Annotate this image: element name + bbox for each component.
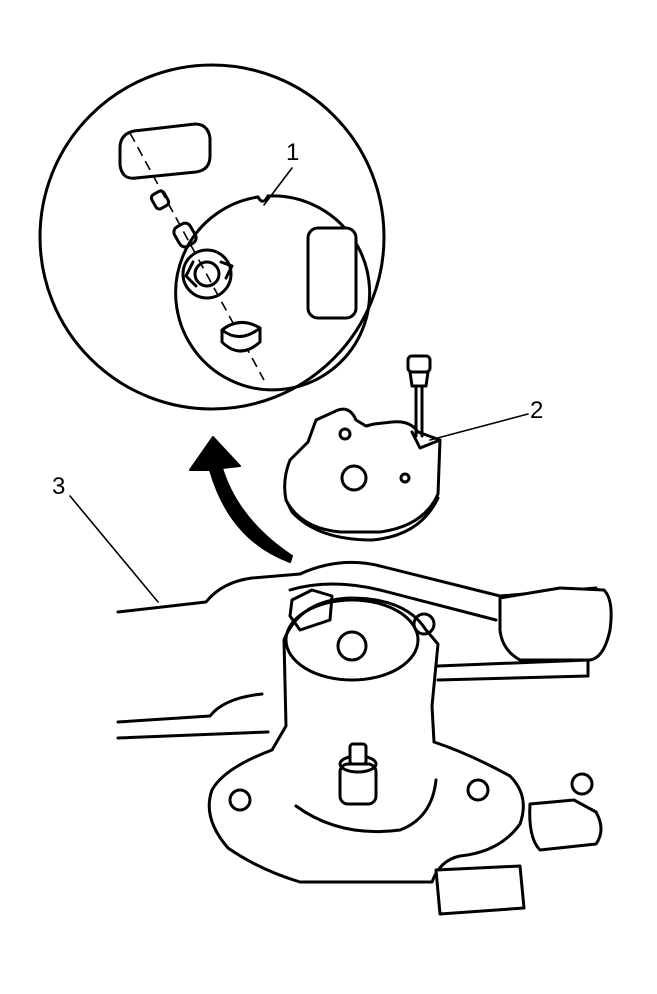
center-hub bbox=[181, 248, 234, 300]
callout-1-label: 1 bbox=[286, 139, 299, 166]
sensor-bracket bbox=[283, 407, 442, 542]
callout-1-leader bbox=[263, 167, 293, 206]
mounting-screw bbox=[406, 354, 432, 438]
right-contact-block bbox=[306, 226, 358, 320]
detail-view bbox=[38, 63, 386, 411]
rotation-arrow bbox=[189, 436, 293, 563]
callout-2-leader bbox=[429, 413, 529, 441]
wiring-connector bbox=[498, 586, 613, 662]
callout-2-label: 2 bbox=[530, 397, 543, 424]
upper-contact-block bbox=[118, 122, 212, 180]
throttle-body bbox=[116, 560, 613, 916]
callout-3-label: 3 bbox=[52, 473, 65, 500]
lower-cam-follower bbox=[220, 321, 262, 353]
callout-3-leader bbox=[69, 495, 159, 603]
